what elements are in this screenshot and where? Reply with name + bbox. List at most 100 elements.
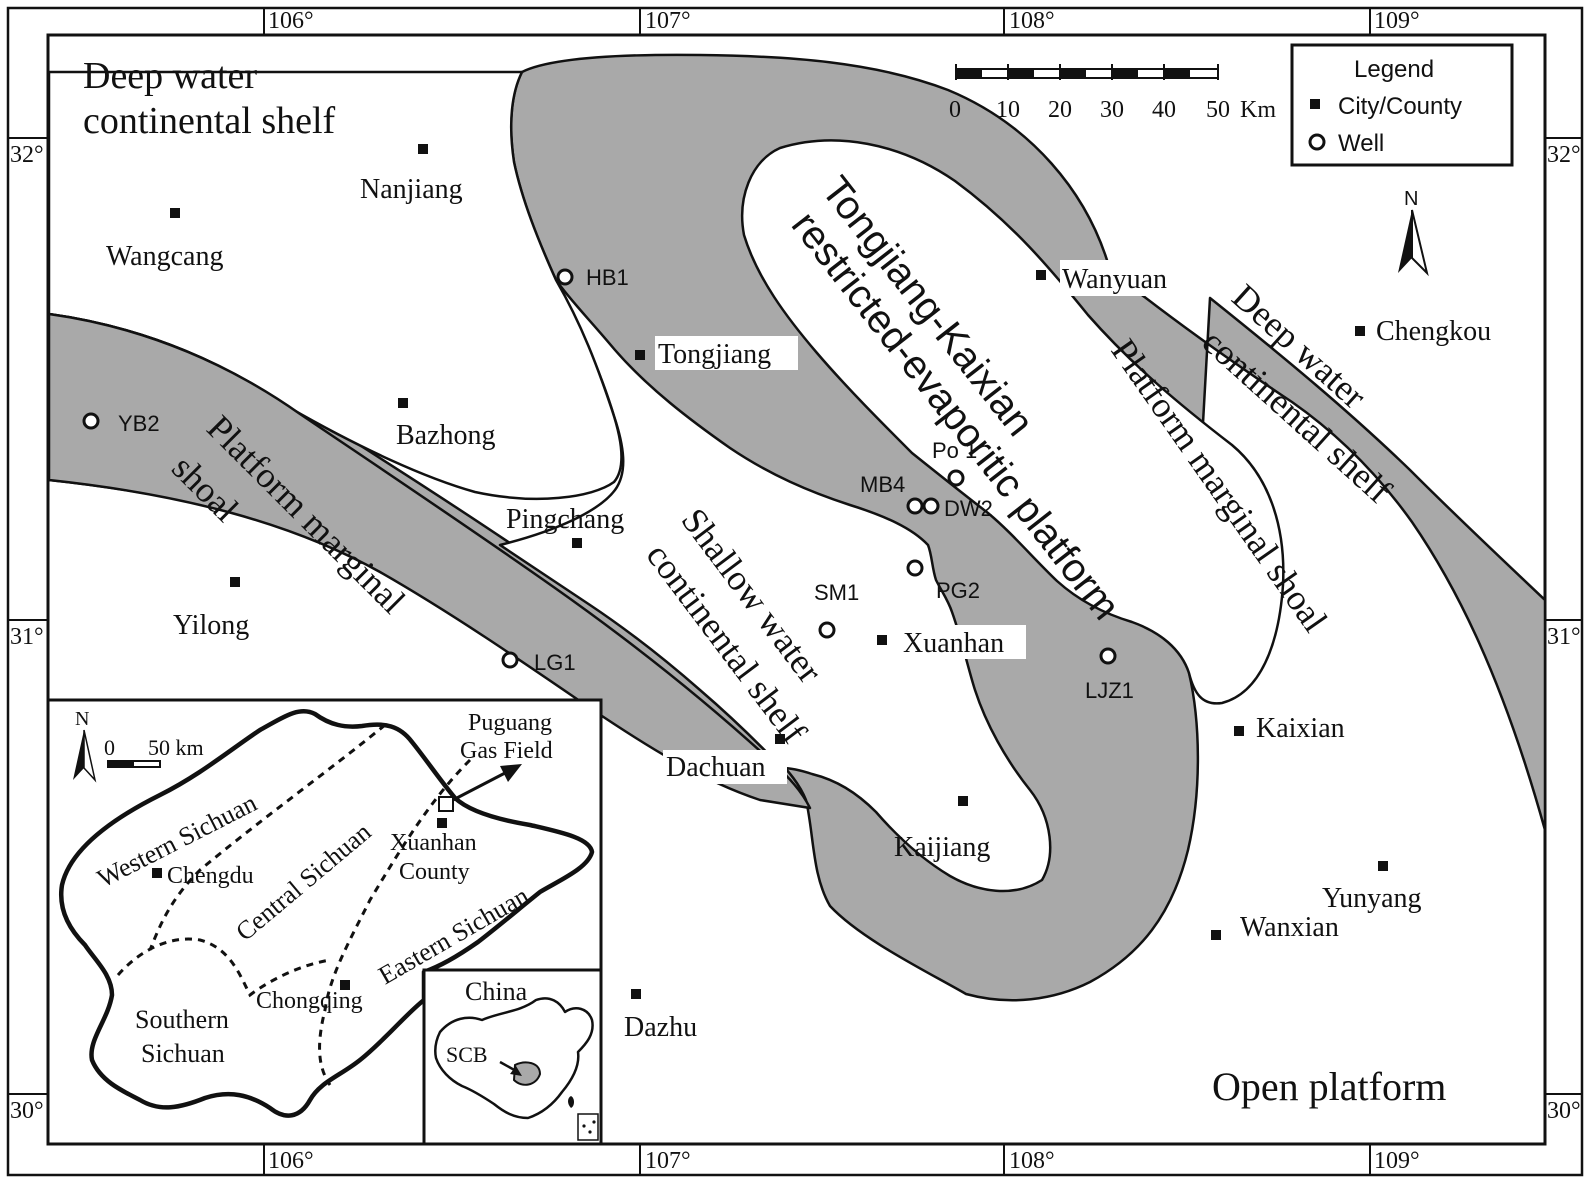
f-lon-bottom-108: 108° [1009,1148,1055,1174]
divider-central-east [318,758,472,1086]
wells: HB1 YB2 LG1 SM1 MB4 Po 1 DW2 PG2 LJZ1 [82,265,1134,703]
city-label-wangcang: Wangcang [106,241,223,272]
inset-chongqing-label: Chongqing [256,988,363,1014]
well-marker-hb1 [556,268,574,286]
shallow-water-shelf [498,278,1052,893]
city-marker-chengkou [1355,326,1365,336]
city-marker-dazhu [631,989,641,999]
city-marker-nanjiang [418,144,428,154]
city-label-wanyuan: Wanyuan [1062,264,1167,295]
south-china-sea-dot [588,1130,592,1134]
city-label-dachuan: Dachuan [666,752,766,783]
inset-scale-zero: 0 [104,735,115,760]
scale-seg [1164,69,1190,78]
city-marker-kaixian [1234,726,1244,736]
well-label-sm1: SM1 [814,580,859,605]
city-marker-wanxian [1211,930,1221,940]
scale-tick-0: 0 [949,97,961,123]
scale-unit: Km [1240,97,1276,123]
north-label: N [1404,188,1418,210]
legend-well-icon [1308,133,1326,151]
scale-tick-30: 30 [1100,97,1124,123]
f-lon-top-106: 106° [268,8,314,34]
scale-bar: 0 10 20 30 40 50 Km [949,64,1276,123]
legend-city-icon [1310,99,1320,109]
city-bg-tongjiang [655,336,798,370]
city-label-kaijiang: Kaijiang [894,832,990,863]
legend-city-label: City/County [1338,93,1462,120]
city-marker-wanyuan [1036,270,1046,280]
city-marker-wangcang [170,208,180,218]
basin-outline [58,708,595,1118]
degree-ticks [8,8,1582,1175]
restricted-evaporitic-platform [740,139,1285,705]
inset-chengdu-marker [152,868,162,878]
legend-box [1290,43,1514,167]
well-marker-dw2 [922,497,940,515]
scale-seg [1112,69,1138,78]
well-marker-mb4 [906,497,924,515]
inset-chongqing-marker [340,980,350,990]
inset-xuanhan-marker [437,818,447,828]
city-label-bazhong: Bazhong [396,420,496,451]
divider-west-central [148,723,386,951]
city-label-xuanhan: Xuanhan [903,628,1004,659]
scb-highlight [512,1061,542,1086]
city-marker-pingchang [572,538,582,548]
city-label-dazhu: Dazhu [624,1012,697,1043]
well-label-po1: Po 1 [932,438,977,463]
south-china-sea-dot [592,1120,596,1124]
city-marker-kaijiang [958,796,968,806]
city-label-yilong: Yilong [173,610,249,641]
south-china-sea-dot [582,1124,586,1128]
f-lat-right-32: 32° [1547,142,1581,168]
inset-dividers [116,723,472,1086]
scale-seg [1008,69,1034,78]
f-lon-bottom-109: 109° [1374,1148,1420,1174]
inset-field-line1: Puguang [468,710,552,736]
well-marker-ljz1 [1099,647,1117,665]
cities: Nanjiang Wangcang Tongjiang Bazhong Ping… [106,144,1491,1043]
scale-tick-40: 40 [1152,97,1176,123]
well-marker-pg2 [906,559,924,577]
outer-border [6,6,1584,1177]
field-locator-arrow-head [500,764,522,782]
city-label-nanjiang: Nanjiang [360,174,463,205]
city-label-chengkou: Chengkou [1376,316,1491,347]
f-lat-left-30: 30° [10,1098,44,1124]
city-marker-xuanhan [877,635,887,645]
label-deep-water-nw-1: Deep water [83,55,257,97]
well-marker-sm1 [818,621,836,639]
f-lon-top-108: 108° [1009,8,1055,34]
city-label-pingchang: Pingchang [506,504,624,535]
f-lon-bottom-107: 107° [645,1148,691,1174]
well-marker-lg1 [501,651,519,669]
south-china-sea-box [577,1113,599,1141]
well-label-ljz1: LJZ1 [1085,678,1134,703]
inset-scale-label: 50 km [148,735,204,760]
city-label-wanxian: Wanxian [1240,912,1339,943]
inset-north-arrow-half [83,729,97,783]
f-lat-left-31: 31° [10,624,44,650]
taiwan-island [568,1096,574,1108]
city-marker-yilong [230,577,240,587]
f-lon-bottom-106: 106° [268,1148,314,1174]
scale-seg [956,69,982,78]
well-label-hb1: HB1 [586,265,629,290]
city-bg-xuanhan [900,625,1026,659]
inset-map: Western Sichuan Central Sichuan Eastern … [46,698,603,1146]
f-lat-right-31: 31° [1547,624,1581,650]
china-outline [433,997,594,1120]
north-arrow-icon: N [1398,188,1429,277]
well-label-lg1: LG1 [534,650,576,675]
china-label: China [465,977,528,1006]
well-label-mb4: MB4 [860,472,905,497]
legend-title: Legend [1354,56,1434,83]
scale-tick-50: 50 [1206,97,1230,123]
label-deep-water-nw-2: continental shelf [83,100,336,142]
inset-scale-fill [108,761,134,767]
city-bg-dachuan [663,750,787,784]
legend: Legend City/County Well [1290,43,1514,167]
north-arrow-right [1411,209,1429,277]
label-open-platform: Open platform [1212,1064,1446,1109]
